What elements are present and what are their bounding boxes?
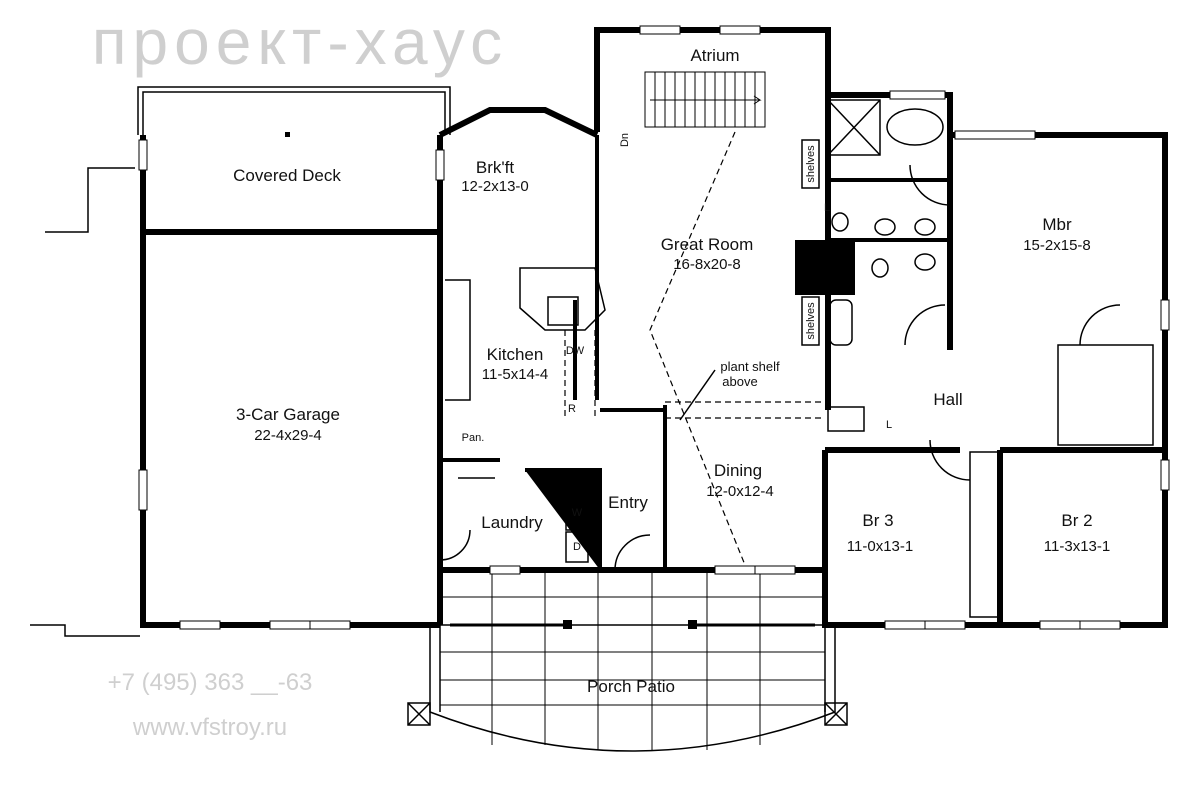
room-garage-size: 22-4x29-4 <box>254 427 322 444</box>
room-breakfast-size: 12-2x13-0 <box>461 178 529 195</box>
room-atrium-label: Atrium <box>690 46 739 65</box>
room-laundry-label: Laundry <box>481 513 543 532</box>
room-kitchen-size: 11-5x14-4 <box>482 366 548 383</box>
room-kitchen-label: Kitchen <box>487 345 544 364</box>
atrium-stairs <box>644 71 766 128</box>
sink-icon <box>547 296 579 326</box>
room-covered-deck-label: Covered Deck <box>233 166 341 185</box>
plant-shelf-label: plant shelf <box>720 359 780 374</box>
room-great-room-label: Great Room <box>661 235 754 254</box>
watermark-url: www.vfstroy.ru <box>132 714 287 741</box>
refrigerator-label: R <box>568 403 576 415</box>
room-breakfast-label: Brk'ft <box>476 158 514 177</box>
room-dining-label: Dining <box>714 461 762 480</box>
linen-closet-label: L <box>824 202 830 214</box>
room-br3-label: Br 3 <box>862 511 893 530</box>
room-br2-size: 11-3x13-1 <box>1044 538 1110 555</box>
watermark-brand: проект-хаус <box>92 6 508 78</box>
room-br2-label: Br 2 <box>1061 511 1092 530</box>
dryer-label: D <box>573 541 581 553</box>
plant-shelf-label: above <box>722 374 757 389</box>
room-br3-size: 11-0x13-1 <box>847 538 913 555</box>
dishwasher-label: DW <box>566 345 585 357</box>
doors <box>439 164 1121 571</box>
shelves-label: shelves <box>805 145 817 183</box>
room-garage-label: 3-Car Garage <box>236 405 340 424</box>
room-mbr-label: Mbr <box>1042 215 1072 234</box>
exterior-steps <box>30 167 140 637</box>
stairs-down-label: Dn <box>619 133 631 147</box>
bath-fixtures <box>458 99 1154 618</box>
room-hall-label: Hall <box>933 390 962 409</box>
watermark-phone: +7 (495) 363 __-63 <box>108 669 313 696</box>
porch-patio <box>407 569 848 752</box>
shelves-label: shelves <box>805 302 817 340</box>
room-entry-label: Entry <box>608 493 648 512</box>
room-mbr-size: 15-2x15-8 <box>1023 237 1091 254</box>
pantry-label: Pan. <box>462 432 485 444</box>
walls <box>140 27 1168 628</box>
covered-deck-outline <box>142 91 446 135</box>
room-great-room-size: 16-8x20-8 <box>673 256 741 273</box>
room-porch-patio-label: Porch Patio <box>587 677 675 696</box>
room-dining-size: 12-0x12-4 <box>706 483 774 500</box>
windows <box>138 25 1170 630</box>
kitchen-island <box>519 267 606 331</box>
linen-closet-label: L <box>886 419 892 431</box>
washer-label: W <box>572 507 583 519</box>
